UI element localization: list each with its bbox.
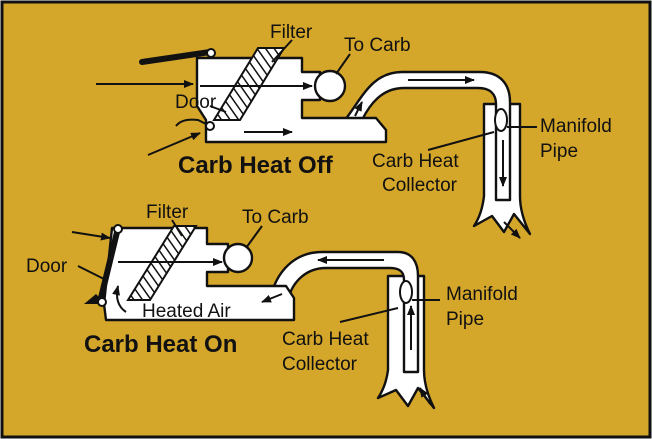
bottom-title: Carb Heat On (84, 331, 237, 358)
top-duct-arrow (354, 101, 363, 117)
top-door-leader (209, 105, 227, 113)
bottom-door-leader (77, 265, 107, 281)
top-door-hinge (206, 48, 216, 58)
top-lower-door-hinge (205, 121, 215, 131)
top-exhaust-arrow (503, 221, 521, 239)
bottom-manifold-opening (399, 280, 413, 304)
bottom-door-label: Door (26, 256, 68, 277)
bottom-door-hinge (113, 224, 123, 234)
top-manifold-label-1: Manifold (540, 116, 612, 137)
bottom-duct-arrow (261, 293, 283, 303)
bottom-heated-air-label: Heated Air (142, 301, 231, 322)
top-filter-label: Filter (270, 22, 313, 43)
bottom-to-carb-label: To Carb (242, 207, 309, 228)
top-door (139, 49, 213, 65)
top-collector-label-2: Collector (382, 175, 458, 196)
top-door-label: Door (175, 92, 217, 113)
bottom-filter-leader (171, 219, 183, 237)
top-carb-leader (335, 53, 351, 75)
top-collector-label-1: Carb Heat (372, 151, 459, 172)
carb-heat-off-diagram: Filter To Carb Door Manifold Pipe Carb H… (96, 22, 612, 239)
bottom-manifold-label-1: Manifold (446, 284, 518, 305)
top-carb-inlet (313, 69, 347, 103)
carb-heat-on-diagram: Filter To Carb Door Heated Air Manifold … (26, 202, 518, 410)
top-collector-leader (427, 131, 495, 151)
top-title: Carb Heat Off (178, 152, 334, 179)
top-to-carb-label: To Carb (344, 35, 411, 56)
top-collector-duct (343, 70, 512, 202)
bottom-intake-arrow (71, 231, 111, 241)
bottom-collector-label-1: Carb Heat (282, 329, 369, 350)
bottom-filter-label: Filter (146, 202, 189, 223)
bottom-door (97, 225, 121, 305)
top-filter-leader (271, 39, 293, 63)
bottom-collector-leader (339, 307, 399, 323)
bottom-door-pivot (97, 297, 107, 307)
bottom-collector-duct (268, 250, 420, 374)
bottom-manifold-label-2: Pipe (446, 309, 484, 330)
bottom-carb-leader (245, 225, 263, 249)
top-lower-door (175, 118, 211, 127)
top-lower-arrow (147, 132, 201, 156)
bottom-heated-air-arrow (112, 285, 127, 313)
bottom-collector-label-2: Collector (282, 354, 358, 375)
bottom-carb-inlet (222, 242, 254, 274)
top-manifold-opening (494, 108, 508, 132)
bottom-exhaust-arrow (419, 387, 431, 405)
top-manifold-label-2: Pipe (540, 141, 578, 162)
